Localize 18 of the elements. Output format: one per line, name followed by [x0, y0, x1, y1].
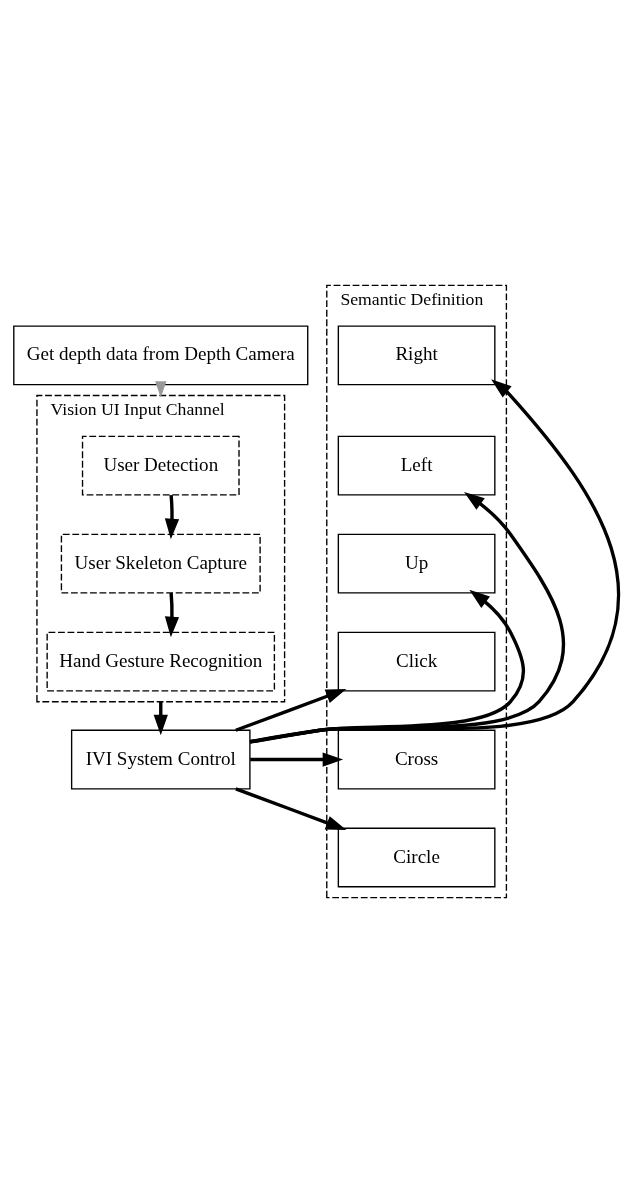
node-box: User Detection [81, 435, 240, 496]
arrow [249, 491, 565, 744]
node-box: Right [337, 324, 496, 385]
node-box: Circle [337, 827, 496, 887]
node-box: Left [337, 435, 496, 496]
node-box: Up [337, 533, 496, 594]
arrow [250, 378, 621, 743]
node-box: Click [337, 631, 496, 691]
arrow [235, 688, 347, 732]
node-box: IVI System Control [70, 729, 251, 789]
arrow [235, 786, 347, 830]
arrow [250, 751, 344, 767]
arrow [249, 589, 525, 744]
node-box: Hand Gesture Recognition [46, 631, 276, 691]
arrow [164, 592, 180, 637]
arrow [164, 494, 180, 539]
node-box: User Skeleton Capture [60, 533, 261, 594]
node-box: Cross [337, 729, 496, 789]
